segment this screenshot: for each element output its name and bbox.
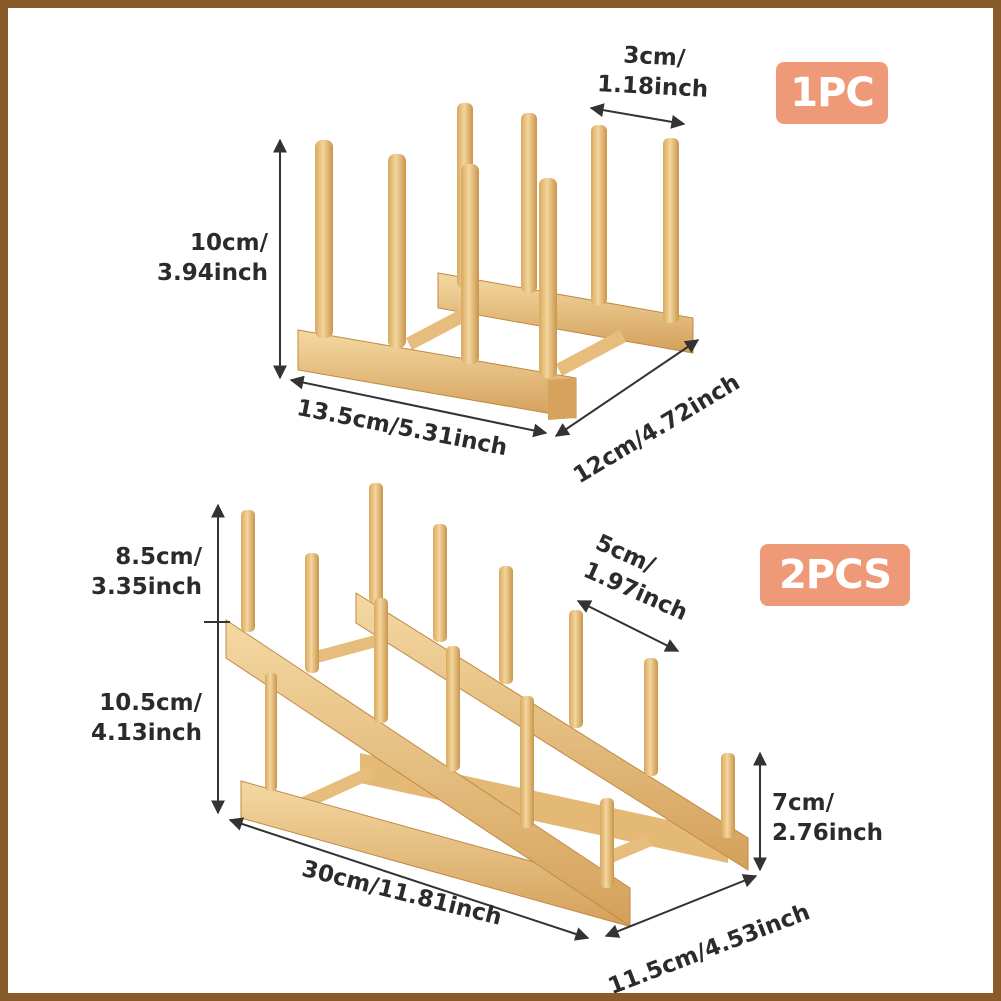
label-2pcs-top-height: 8.5cm/ 3.35inch — [90, 542, 202, 602]
label-line: 8.5cm/ — [115, 544, 202, 570]
dimension-lines-2pcs — [204, 503, 767, 941]
peg — [569, 610, 583, 728]
peg — [388, 154, 406, 348]
peg — [499, 566, 513, 684]
peg — [433, 524, 447, 642]
cross-dowel-2pcs — [308, 632, 388, 665]
badge-1pc: 1PC — [776, 62, 888, 124]
peg — [520, 696, 534, 828]
label-line: 2.76inch — [772, 820, 884, 846]
peg — [721, 753, 735, 838]
peg — [315, 140, 333, 338]
peg — [369, 483, 383, 603]
peg — [539, 178, 557, 378]
back-slant-bar-2pcs — [355, 592, 749, 871]
peg — [591, 125, 607, 305]
label-2pcs-low-height: 7cm/ 2.76inch — [772, 788, 883, 848]
label-line: 1.18inch — [596, 71, 709, 103]
label-line: 10cm/ — [189, 230, 268, 256]
dimension-lines-1pc — [273, 103, 700, 438]
badge-2pcs: 2PCS — [760, 544, 910, 606]
rack-1pc — [297, 103, 694, 420]
support-post — [265, 673, 277, 791]
peg — [644, 658, 658, 776]
peg — [663, 138, 679, 323]
peg — [600, 798, 614, 888]
label-line: 3.35inch — [90, 574, 202, 600]
peg — [446, 646, 460, 771]
label-line: 10.5cm/ — [99, 690, 202, 716]
label-line: 7cm/ — [772, 790, 835, 816]
label-2pcs-mid-height: 10.5cm/ 4.13inch — [84, 688, 202, 748]
peg — [374, 598, 388, 723]
label-line: 3.94inch — [156, 260, 268, 286]
cross-dowel-2pcs — [608, 834, 652, 863]
label-1pc-height: 10cm/ 3.94inch — [156, 228, 268, 288]
front-bar-end-1pc — [548, 378, 576, 420]
peg — [461, 164, 479, 364]
peg — [521, 113, 537, 293]
label-1pc-spacing: 3cm/ 1.18inch — [597, 39, 711, 105]
dish-rack-illustration — [204, 103, 767, 941]
peg — [241, 510, 255, 632]
peg — [305, 553, 319, 673]
cross-dowel-2pcs — [300, 766, 374, 810]
cross-dowel-1pc — [556, 330, 626, 376]
label-line: 4.13inch — [90, 720, 202, 746]
